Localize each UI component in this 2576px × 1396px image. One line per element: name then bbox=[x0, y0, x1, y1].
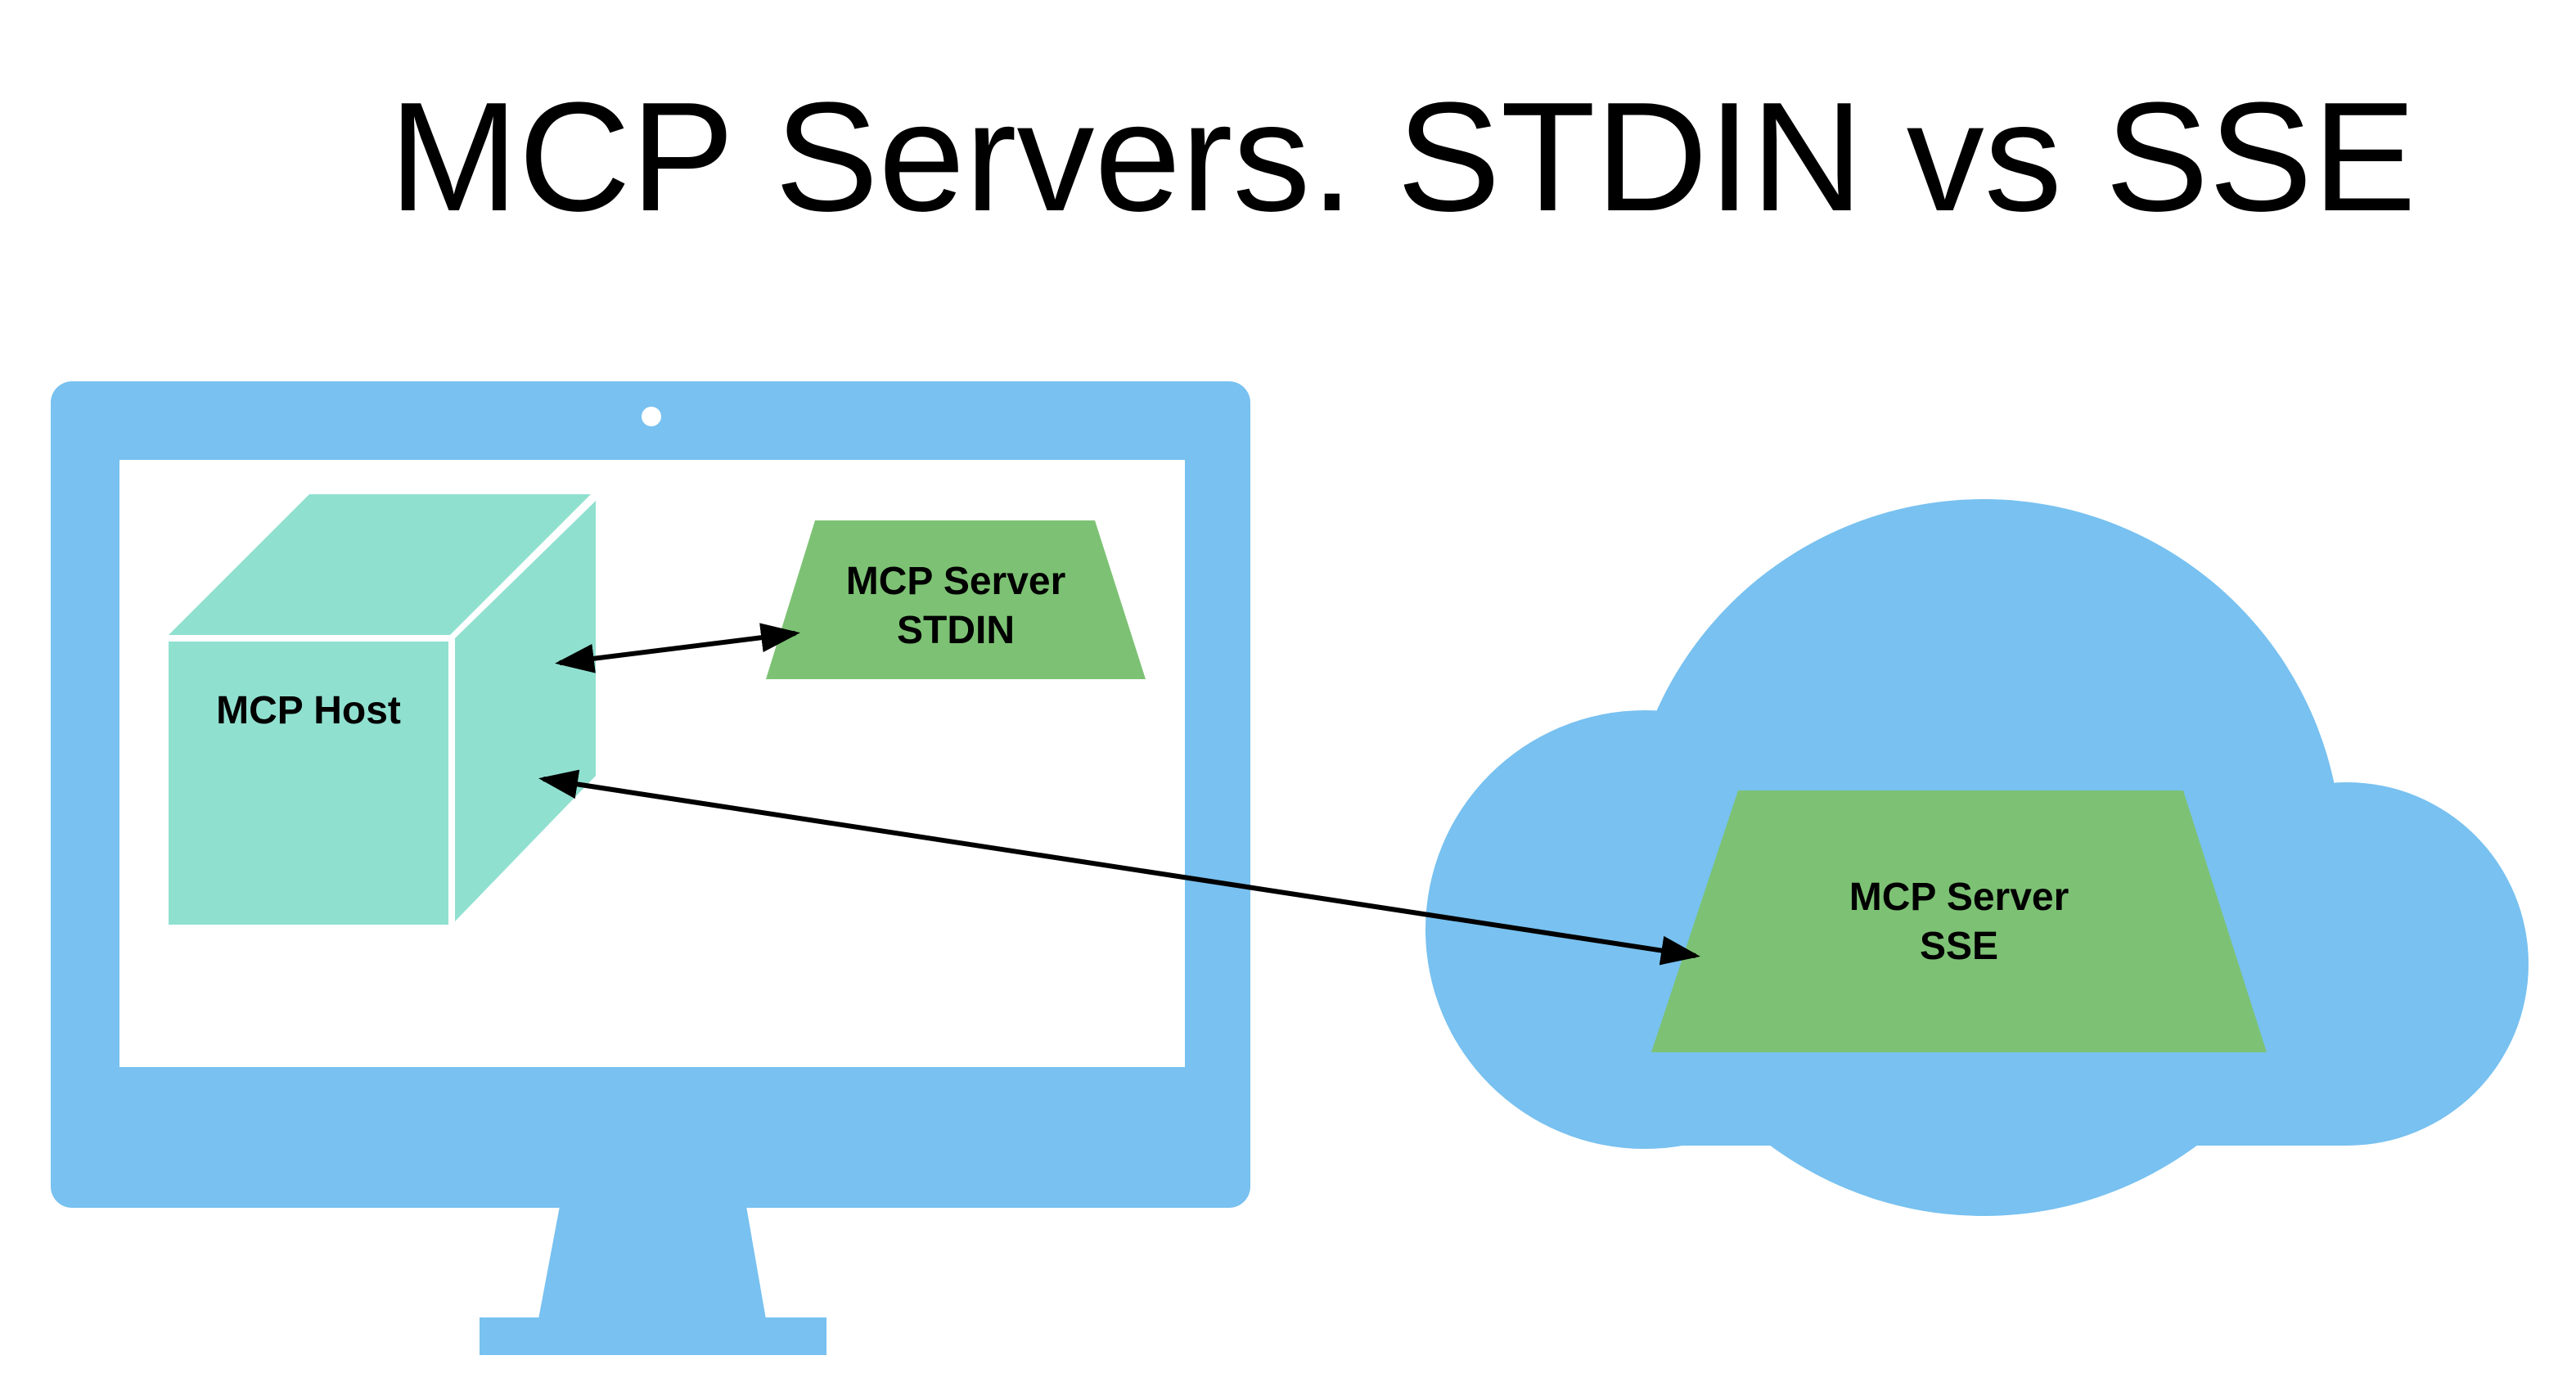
mcp-host-cube: MCP Host bbox=[169, 494, 596, 925]
sse-server-label-line2: SSE bbox=[1920, 925, 1998, 968]
monitor-camera bbox=[642, 407, 661, 426]
diagram-title: MCP Servers. STDIN vs SSE bbox=[389, 70, 2416, 244]
sse-server-shape bbox=[1651, 790, 2267, 1052]
host-stdin-connector bbox=[555, 623, 800, 673]
stdin-server-shape bbox=[766, 520, 1146, 679]
host-sse-connector bbox=[538, 769, 1700, 966]
monitor-stand-base bbox=[480, 1317, 826, 1355]
sse-server: MCP Server SSE bbox=[1651, 790, 2267, 1052]
cube-front-face bbox=[169, 642, 448, 925]
stdin-server-label-line2: STDIN bbox=[897, 609, 1015, 652]
cube-top-face bbox=[169, 494, 591, 635]
stdin-server: MCP Server STDIN bbox=[766, 520, 1146, 679]
host-label: MCP Host bbox=[216, 689, 401, 732]
sse-server-label-line1: MCP Server bbox=[1849, 876, 2069, 919]
stdin-server-label-line1: MCP Server bbox=[846, 560, 1066, 603]
cube-side-face bbox=[455, 501, 596, 921]
monitor-neck bbox=[538, 1206, 766, 1319]
